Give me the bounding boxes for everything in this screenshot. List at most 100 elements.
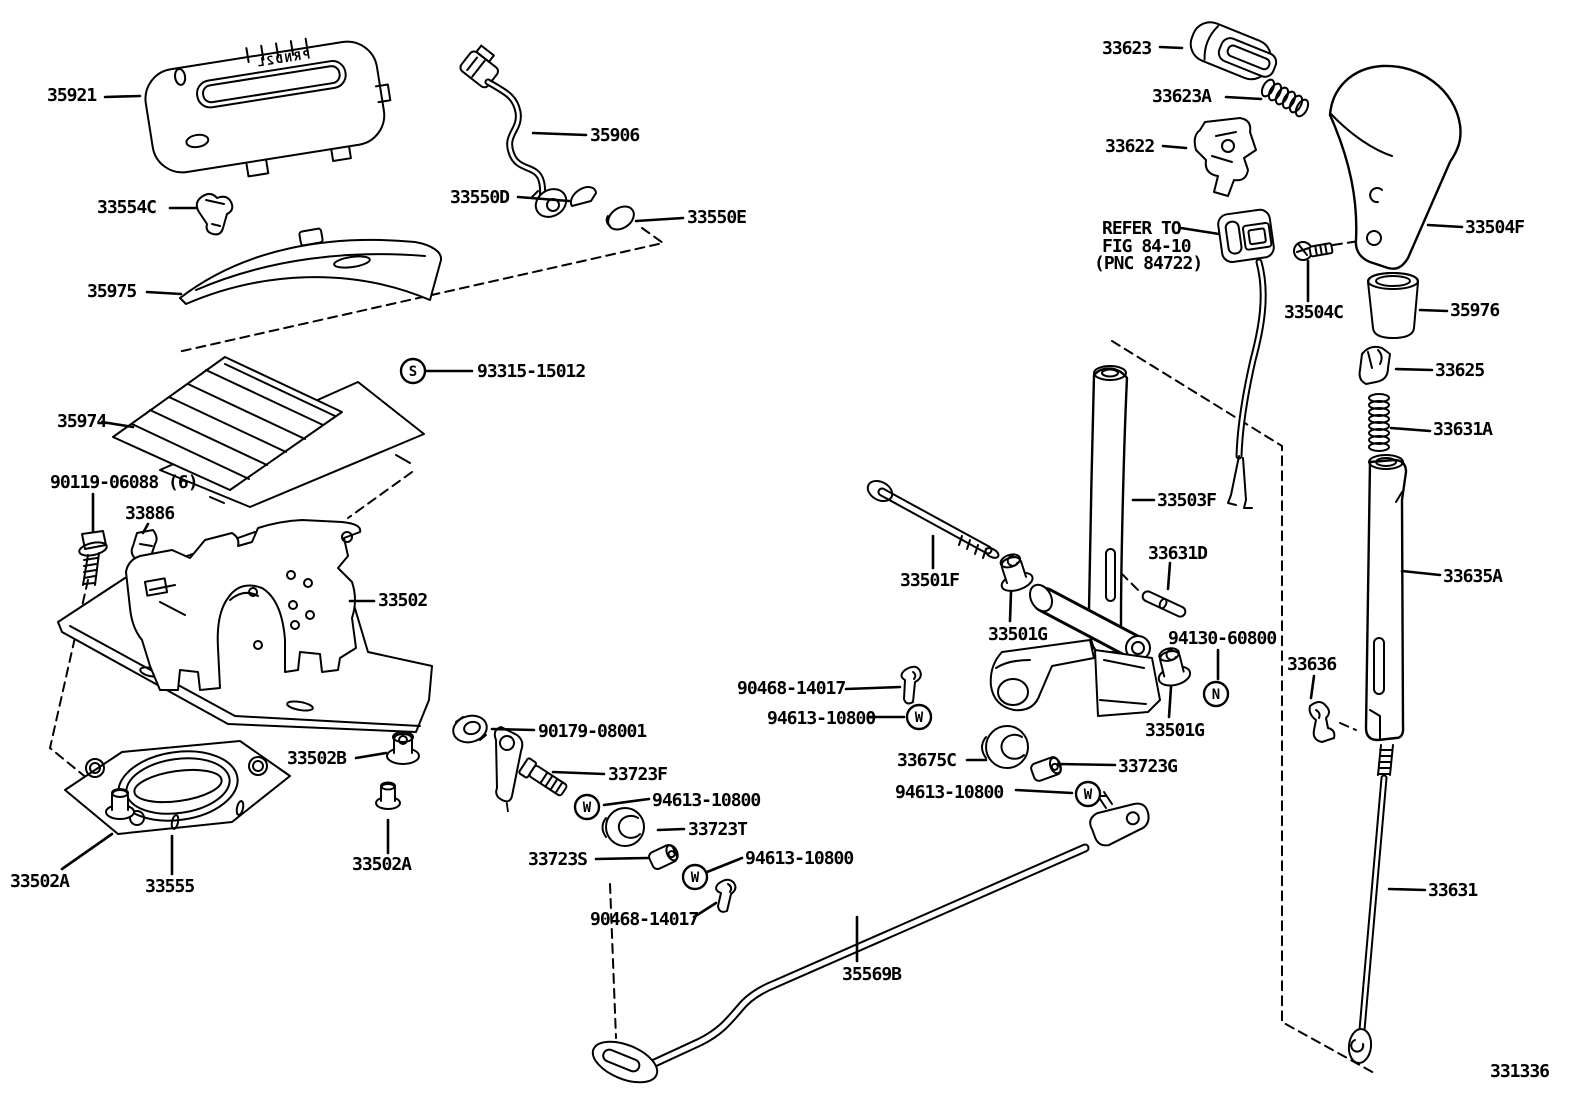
screw-33504c-drawing <box>1293 241 1334 261</box>
svg-text:W: W <box>583 800 592 816</box>
position-indicator-housing-drawing <box>112 356 425 508</box>
reference-note: REFER TO FIG 84-10 (PNC 84722) <box>1094 218 1203 274</box>
part-label-33502a-left: 33502A <box>10 871 70 892</box>
part-label-33723g: 33723G <box>1118 756 1177 777</box>
part-label-90468-bottom: 90468-14017 <box>590 909 698 930</box>
part-label-33502: 33502 <box>378 590 427 611</box>
alignment-dashed-lines <box>48 227 1377 1075</box>
part-label-33723s: 33723S <box>528 849 587 870</box>
part-label-94130-60800: 94130-60800 <box>1168 628 1276 649</box>
knob-cap-35976-drawing <box>1367 272 1419 339</box>
figure-code: 331336 <box>1490 1061 1549 1082</box>
shift-knob-drawing <box>1328 64 1462 270</box>
lower-plate-drawing <box>64 740 291 835</box>
part-label-33636: 33636 <box>1287 654 1336 675</box>
lever-bracket-drawing <box>989 639 1161 717</box>
part-label-33502b: 33502B <box>287 748 347 769</box>
part-label-94613-2: 94613-10800 <box>745 848 853 869</box>
washer-symbol-w-4: W <box>1074 780 1102 808</box>
part-label-33635a: 33635A <box>1443 566 1503 587</box>
washer-symbol-w-3: W <box>905 703 933 731</box>
part-label-33550d: 33550D <box>450 187 510 208</box>
clip-90468-top-drawing <box>900 665 922 705</box>
reference-note-line3: (PNC 84722) <box>1094 253 1202 274</box>
clip-90468-bottom-drawing <box>715 878 737 913</box>
part-label-35906: 35906 <box>590 125 639 146</box>
shift-rod-33631-drawing <box>1347 744 1394 1064</box>
leader-lines <box>60 45 1464 963</box>
shift-lock-wire-drawing <box>459 44 568 218</box>
svg-text:S: S <box>409 364 417 380</box>
part-label-93315-15012: 93315-15012 <box>477 361 585 382</box>
bolt-33723f-drawing <box>518 757 568 797</box>
part-label-33675c: 33675C <box>897 750 956 771</box>
clip-33554c-drawing <box>195 192 234 236</box>
part-label-33723t: 33723T <box>688 819 748 840</box>
part-label-33550e: 33550E <box>687 207 746 228</box>
part-label-33623a: 33623A <box>1152 86 1212 107</box>
svg-text:N: N <box>1212 687 1220 703</box>
spring-33623a-drawing <box>1260 78 1310 118</box>
pivot-shaft-33501f-drawing <box>866 479 1000 559</box>
lever-sleeve-33635a-drawing <box>1364 454 1408 742</box>
shift-indicator-housing-drawing: PRND2L <box>144 37 392 178</box>
part-label-35975: 35975 <box>87 281 136 302</box>
part-number-labels: 35921 33554C 35975 35974 93315-15012 901… <box>10 38 1525 985</box>
bushing-33675c-drawing <box>981 725 1029 769</box>
control-shift-rod-drawing <box>591 791 1150 1084</box>
part-label-33502a-right: 33502A <box>352 854 412 875</box>
nut-symbol-n: N <box>1202 680 1230 708</box>
grommet-33502a-left-drawing <box>105 788 135 820</box>
part-label-33554c: 33554C <box>97 197 156 218</box>
part-label-35976: 35976 <box>1450 300 1499 321</box>
part-label-33504f: 33504F <box>1465 217 1524 238</box>
part-label-94613-1: 94613-10800 <box>652 790 760 811</box>
washer-symbol-w-1: W <box>573 793 601 821</box>
part-label-33504c: 33504C <box>1284 302 1343 323</box>
clevis-link-drawing <box>493 726 524 803</box>
part-label-33501f: 33501F <box>900 570 959 591</box>
part-label-90468-top: 90468-14017 <box>737 678 845 699</box>
connector-wire-drawing <box>1227 258 1267 509</box>
part-label-33631: 33631 <box>1428 880 1477 901</box>
part-label-33501g-upper: 33501G <box>988 624 1047 645</box>
grommet-33502a-right-drawing <box>375 781 401 810</box>
part-label-33501g-lower: 33501G <box>1145 720 1204 741</box>
part-label-33503f: 33503F <box>1157 490 1216 511</box>
detent-33625-drawing <box>1358 345 1391 385</box>
bushing-33723t-drawing <box>601 807 645 847</box>
reference-note-line2: FIG 84-10 <box>1102 236 1191 257</box>
part-label-33623: 33623 <box>1102 38 1151 59</box>
part-label-94613-4: 94613-10800 <box>895 782 1003 803</box>
bulb-33550d-drawing <box>569 186 597 207</box>
part-label-35569b: 35569B <box>842 964 902 985</box>
clip-33636-drawing <box>1308 701 1336 743</box>
part-label-90119-06088: 90119-06088 (6) <box>50 472 198 493</box>
svg-text:W: W <box>915 710 924 726</box>
part-label-33631a: 33631A <box>1433 419 1493 440</box>
upper-trim-drawing <box>179 227 443 305</box>
reference-note-line1: REFER TO <box>1102 218 1182 239</box>
part-label-33622: 33622 <box>1105 136 1154 157</box>
shift-lock-connector-drawing <box>1217 208 1275 263</box>
spring-33631a-drawing <box>1368 393 1390 452</box>
spacer-33723s-drawing <box>648 843 679 871</box>
washer-symbol-w-2: W <box>681 863 709 891</box>
part-label-33631d: 33631D <box>1148 543 1208 564</box>
shift-lock-solenoid-drawing <box>1189 21 1278 81</box>
lever-cross-tube-drawing <box>1028 583 1151 661</box>
part-label-33723f: 33723F <box>608 764 667 785</box>
bulb-socket-33550e-drawing <box>605 205 635 231</box>
spacer-33723g-drawing <box>1030 756 1062 782</box>
bushing-33501g-lower-drawing <box>1157 647 1192 687</box>
nut-90179-drawing <box>452 714 488 744</box>
part-label-33886: 33886 <box>125 503 174 524</box>
shift-lock-plate-33622-drawing <box>1193 117 1257 197</box>
screw-symbol-s: S <box>399 357 427 385</box>
svg-text:W: W <box>691 870 700 886</box>
shift-lever-plate-drawing <box>57 519 433 733</box>
part-label-90179-08001: 90179-08001 <box>538 721 646 742</box>
svg-text:W: W <box>1084 787 1093 803</box>
